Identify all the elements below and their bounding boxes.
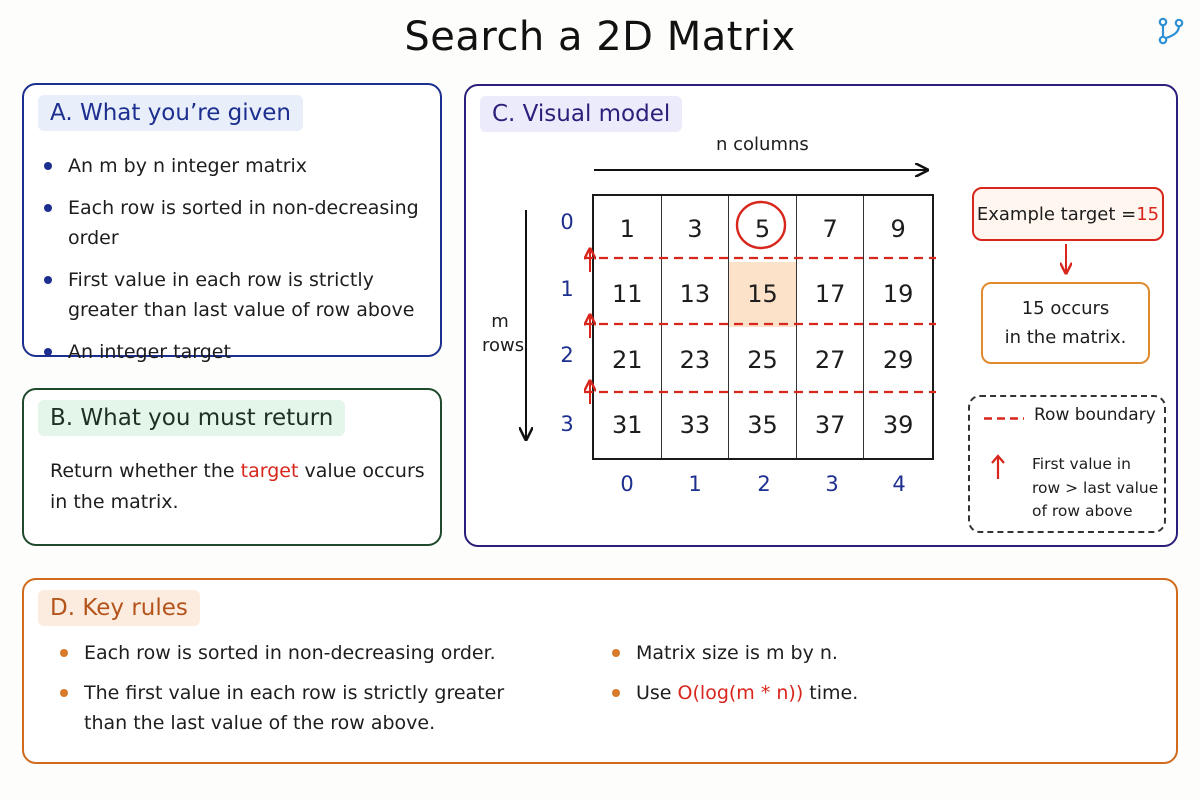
matrix-cell: 9 [890, 214, 906, 243]
example-target-box: Example target = 15 [972, 187, 1164, 241]
col-index-label: 2 [757, 472, 771, 496]
target-search-circle [735, 200, 787, 250]
matrix-cell: 35 [729, 392, 797, 458]
bullet-icon [44, 204, 52, 212]
matrix-cell: 17 [797, 261, 865, 327]
col-index-label: 1 [688, 472, 702, 496]
matrix-cell: 23 [662, 327, 730, 393]
rule-item: The first value in each row is strictly … [58, 678, 548, 738]
row-index-label: 0 [560, 210, 574, 234]
matrix-grid: 1 3 5 7 9 11 13 15 17 19 21 23 25 27 29 … [592, 194, 934, 460]
panel-return: B. What you must return Return whether t… [22, 388, 442, 546]
matrix-cell: 31 [594, 392, 662, 458]
panel-given-heading: A. What you’re given [38, 95, 304, 131]
bullet-icon [60, 689, 68, 697]
matrix-cell: 11 [594, 261, 662, 327]
matrix-cell: 21 [594, 327, 662, 393]
bullet-icon [612, 649, 620, 657]
rows-label: m rows [482, 311, 525, 356]
rule-item: Matrix size is m by n. [610, 638, 1030, 668]
matrix-cell: 29 [882, 345, 914, 374]
target-keyword: target [240, 460, 299, 482]
given-item: An m by n integer matrix [42, 151, 432, 181]
dash-legend-icon [984, 417, 1024, 420]
branch-logo-icon [1158, 17, 1184, 45]
col-index-label: 0 [620, 472, 634, 496]
matrix-cell: 39 [882, 411, 914, 440]
matrix-cell-target: 15 [729, 261, 797, 327]
matrix-cell: 5 [729, 196, 797, 262]
legend-dash-label: Row boundary [1034, 405, 1156, 425]
panel-key-rules: D. Key rules Each row is sorted in non-d… [22, 578, 1178, 764]
given-item: Each row is sorted in non-decreasing ord… [42, 193, 432, 253]
panel-return-heading: B. What you must return [38, 400, 346, 436]
given-item: An integer target [42, 337, 432, 367]
bullet-icon [612, 689, 620, 697]
matrix-annotations [466, 86, 1176, 546]
result-box: 15 occurs in the matrix. [981, 282, 1150, 364]
matrix-cell: 3 [662, 196, 730, 262]
panel-rules-heading: D. Key rules [38, 590, 200, 626]
matrix-cell: 1 [594, 196, 662, 262]
matrix-cell: 7 [797, 196, 865, 262]
bullet-icon [60, 649, 68, 657]
matrix-cell: 25 [729, 327, 797, 393]
col-index-label: 4 [892, 472, 906, 496]
up-arrow-legend-icon [991, 454, 1005, 479]
row-index-label: 2 [560, 343, 574, 367]
page-title: Search a 2D Matrix [404, 14, 796, 60]
matrix-cell: 33 [662, 392, 730, 458]
row-index-label: 1 [560, 277, 574, 301]
row-index-label: 3 [560, 412, 574, 436]
given-list: An m by n integer matrix Each row is sor… [42, 151, 432, 379]
rule-item: Each row is sorted in non-decreasing ord… [58, 638, 548, 668]
matrix-cell: 37 [797, 392, 865, 458]
columns-label: n columns [716, 134, 809, 155]
matrix-cell: 13 [662, 261, 730, 327]
given-item: First value in each row is strictly grea… [42, 265, 432, 325]
complexity-highlight: O(log(m * n)) [677, 682, 804, 704]
col-index-label: 3 [825, 472, 839, 496]
example-target-value: 15 [1136, 203, 1160, 225]
rule-item: Use O(log(m * n)) time. [610, 678, 1030, 708]
bullet-icon [44, 162, 52, 170]
legend-box: Row boundary First value in row > last v… [968, 395, 1166, 533]
matrix-cell: 27 [797, 327, 865, 393]
bullet-icon [44, 348, 52, 356]
legend-arrow-label: First value in row > last value of row a… [1032, 455, 1159, 520]
return-text: Return whether the target value occurs i… [50, 460, 425, 513]
panel-visual-heading: C. Visual model [480, 96, 683, 132]
matrix-cell: 19 [882, 280, 914, 309]
rules-list-right: Matrix size is m by n. Use O(log(m * n))… [610, 638, 1030, 718]
panel-visual-model: C. Visual model n columns m rows 0 1 2 3… [464, 84, 1178, 547]
rules-list-left: Each row is sorted in non-decreasing ord… [58, 638, 548, 748]
bullet-icon [44, 276, 52, 284]
panel-given: A. What you’re given An m by n integer m… [22, 83, 442, 363]
